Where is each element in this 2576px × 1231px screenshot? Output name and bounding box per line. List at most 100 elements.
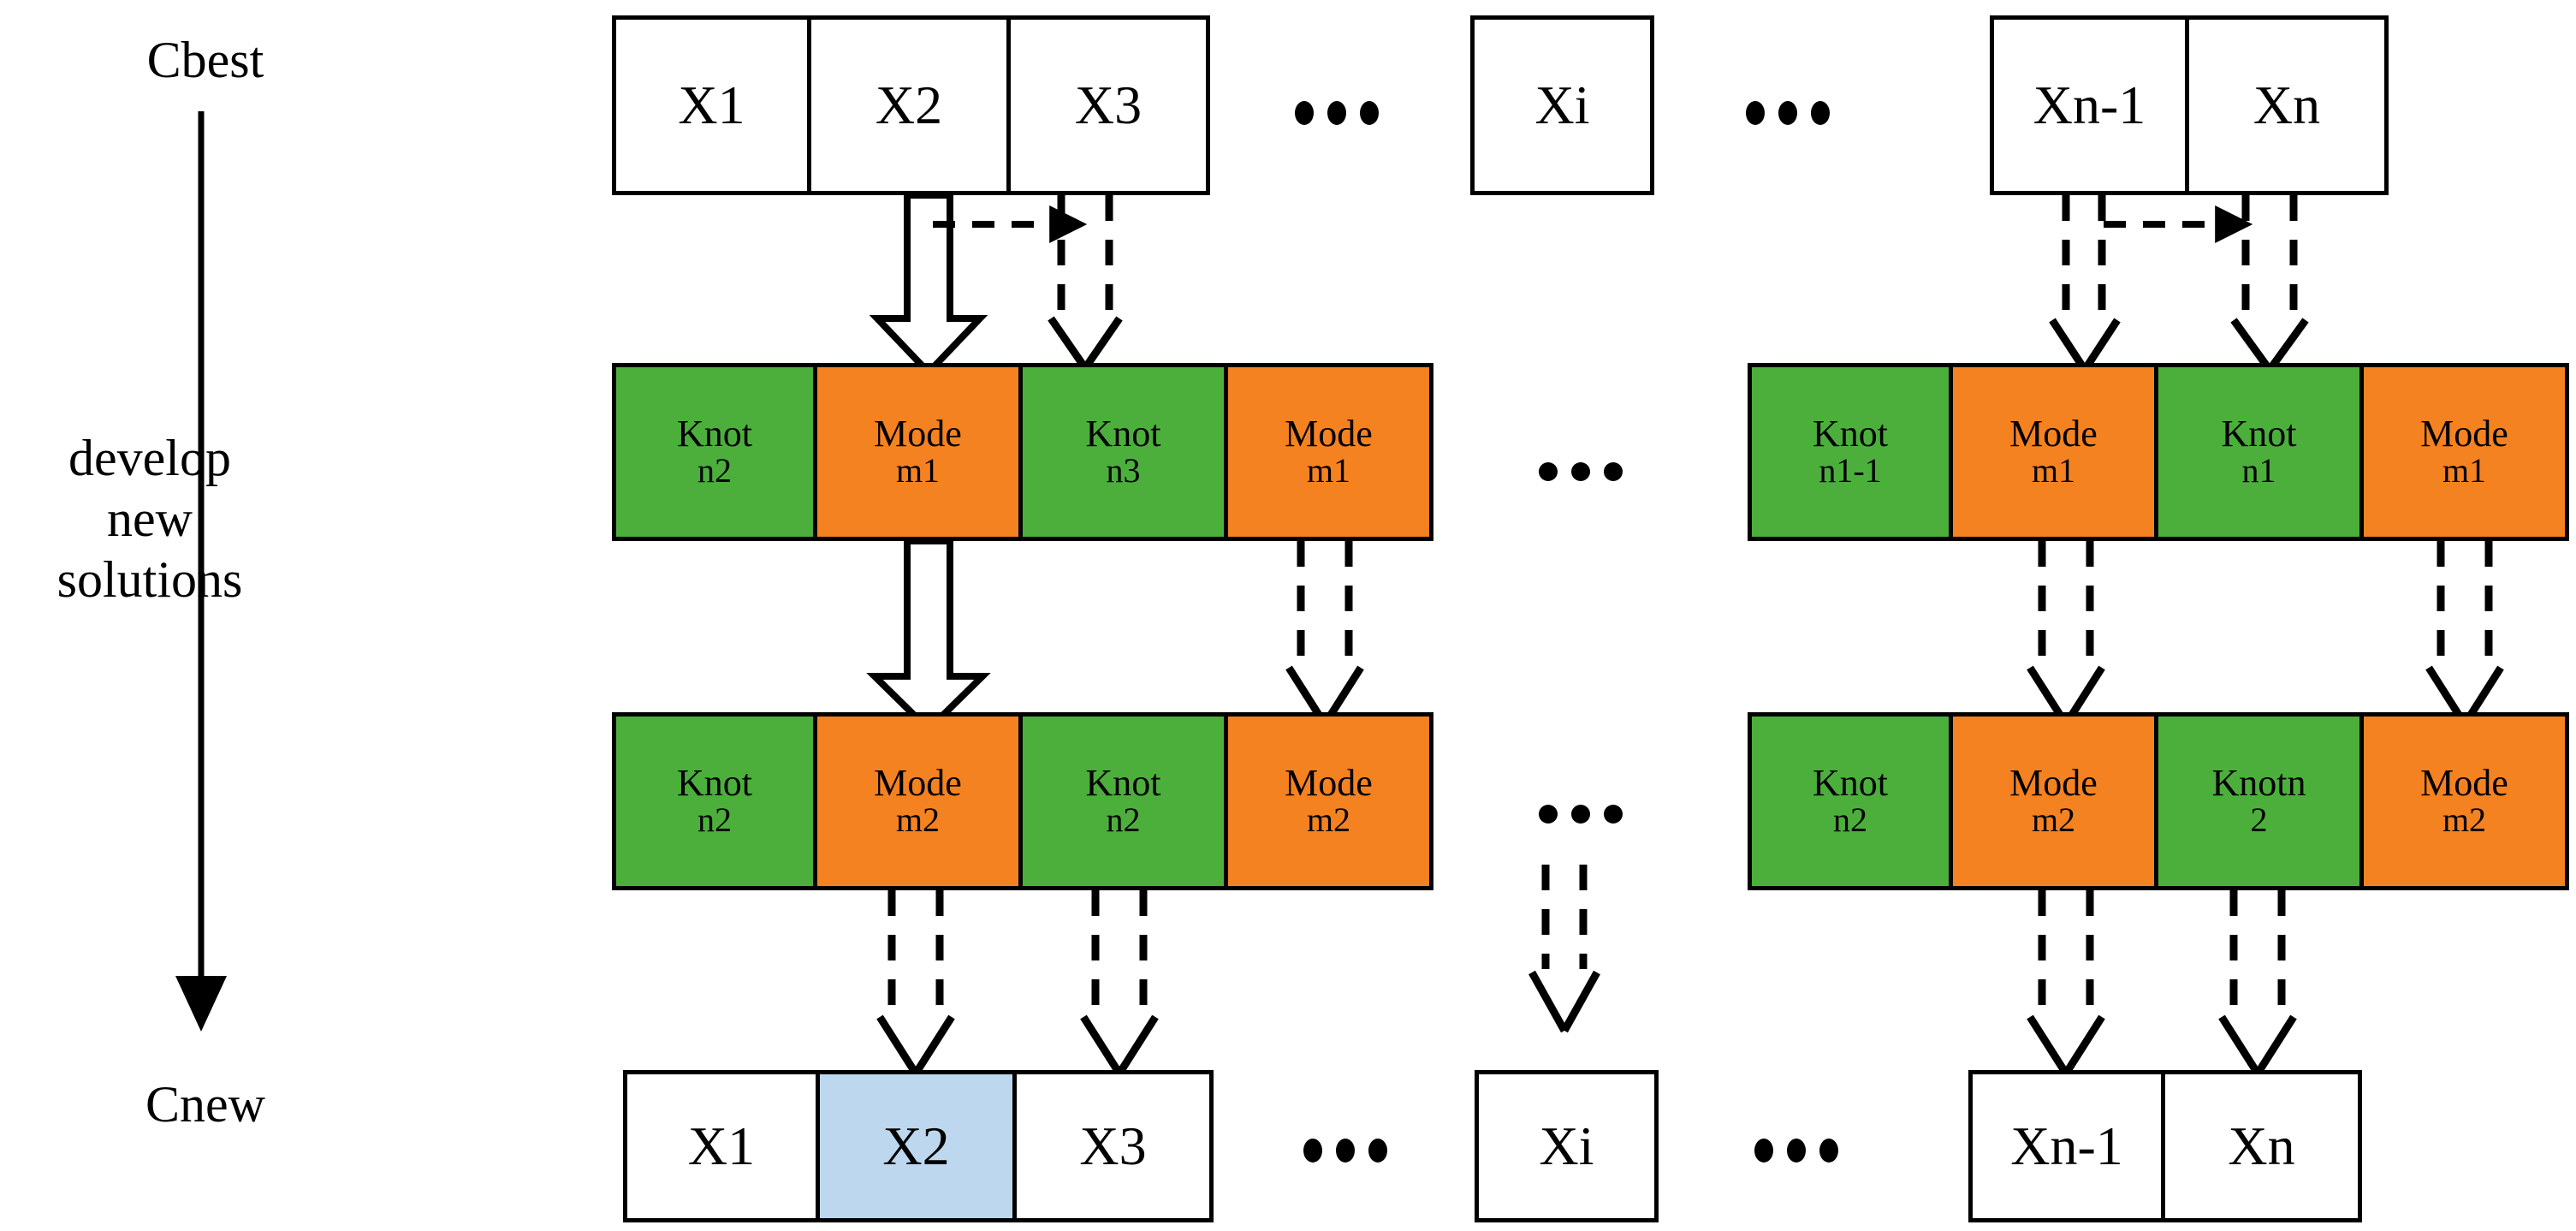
cnew-cell-xi-label: Xi xyxy=(1539,1115,1594,1177)
decode2-left-cell-4[interactable]: Mode m2 xyxy=(1228,712,1433,890)
decode2-left-cell-4-bottom: m2 xyxy=(1306,800,1351,840)
cbest-ellipsis-1 xyxy=(1295,101,1379,125)
label-cbest-text: Cbest xyxy=(146,32,264,88)
decode1-right-cell-4-bottom: m1 xyxy=(2442,451,2487,491)
cbest-cell-x1-label: X1 xyxy=(678,74,745,136)
decode1-right-cell-2[interactable]: Mode m1 xyxy=(1953,363,2158,541)
decode2-right-cell-3[interactable]: Knotn 2 xyxy=(2158,712,2364,890)
cnew-cell-x1[interactable]: X1 xyxy=(623,1070,820,1222)
decode1-right-cell-3[interactable]: Knot n1 xyxy=(2158,363,2364,541)
cnew-cell-xn-1-label: Xn-1 xyxy=(2010,1115,2123,1177)
decode1-right-cell-3-bottom: n1 xyxy=(2241,451,2276,491)
dashed-open-arrow-m2-to-x2 xyxy=(876,890,955,1076)
decode2-right-cell-3-top: Knotn xyxy=(2211,762,2306,805)
decode2-ellipsis xyxy=(1539,805,1623,824)
label-develop-new-solutions: develop new solutions xyxy=(9,428,291,610)
dashed-open-arrow-mode2-left xyxy=(1285,541,1364,727)
dashed-open-arrow-xn1-to-mode xyxy=(2049,195,2121,372)
decode2-left-cell-3[interactable]: Knot n2 xyxy=(1023,712,1228,890)
decode2-right-cell-4-bottom: m2 xyxy=(2442,800,2487,840)
decode1-ellipsis xyxy=(1539,462,1623,481)
cnew-cell-x3-label: X3 xyxy=(1079,1115,1147,1177)
decode1-right-cell-4[interactable]: Mode m1 xyxy=(2364,363,2569,541)
cnew-cell-xi[interactable]: Xi xyxy=(1475,1070,1659,1222)
decode2-right-cell-4-top: Mode xyxy=(2420,762,2508,805)
decode2-right-cell-1-top: Knot xyxy=(1813,762,1888,805)
decode1-right-cell-1-bottom: n1-1 xyxy=(1819,451,1882,491)
dashed-open-arrow-x3-to-knot xyxy=(1048,195,1123,371)
decode1-left-cell-3-top: Knot xyxy=(1085,413,1161,455)
decode1-right-cell-4-top: Mode xyxy=(2420,413,2508,455)
decode2-left-cell-2[interactable]: Mode m2 xyxy=(817,712,1023,890)
open-block-arrow-mode-m1-to-m2 xyxy=(866,538,991,734)
cnew-ellipsis-1 xyxy=(1303,1139,1387,1163)
decode1-left-cell-3[interactable]: Knot n3 xyxy=(1023,363,1228,541)
cnew-ellipsis-2 xyxy=(1754,1139,1838,1163)
decode2-right-cell-4[interactable]: Mode m2 xyxy=(2364,712,2569,890)
cnew-cell-xn-1[interactable]: Xn-1 xyxy=(1968,1070,2165,1222)
decode2-right-cell-2-top: Mode xyxy=(2009,762,2098,805)
cbest-cell-xn-1[interactable]: Xn-1 xyxy=(1990,15,2189,195)
dashed-open-arrow-xi xyxy=(1528,865,1600,1033)
decode1-left-cell-4[interactable]: Mode m1 xyxy=(1228,363,1433,541)
cbest-cell-x1[interactable]: X1 xyxy=(612,15,811,195)
decode1-right-cell-3-top: Knot xyxy=(2221,413,2297,455)
decode1-left-cell-1[interactable]: Knot n2 xyxy=(612,363,817,541)
decode2-left-cell-1-top: Knot xyxy=(677,762,752,805)
decode1-left-cell-4-bottom: m1 xyxy=(1306,451,1351,491)
label-cnew-text: Cnew xyxy=(145,1076,265,1133)
decode2-right-cell-1-bottom: n2 xyxy=(1833,800,1867,840)
cbest-cell-xi-label: Xi xyxy=(1534,74,1590,136)
decode2-right-cell-2[interactable]: Mode m2 xyxy=(1953,712,2158,890)
cbest-ellipsis-2 xyxy=(1746,101,1830,125)
dashed-open-arrow-right-mode1-b xyxy=(2425,541,2504,727)
cnew-cell-x1-label: X1 xyxy=(687,1115,756,1177)
process-arrow-cbest-to-cnew xyxy=(175,111,227,1032)
label-develop-line3: solutions xyxy=(56,550,243,608)
dashed-open-arrow-right-to-xn xyxy=(2218,890,2297,1076)
cbest-cell-x3-label: X3 xyxy=(1074,74,1143,136)
decode1-left-cell-4-top: Mode xyxy=(1285,413,1373,455)
cnew-cell-xn[interactable]: Xn xyxy=(2165,1070,2362,1222)
decode2-left-cell-4-top: Mode xyxy=(1285,762,1373,805)
cnew-cell-x2[interactable]: X2 xyxy=(820,1070,1017,1222)
dashed-open-arrow-m2-to-x3 xyxy=(1080,890,1159,1076)
dashed-open-arrow-right-to-xn1 xyxy=(2027,890,2105,1076)
label-cbest: Cbest xyxy=(103,30,308,91)
cbest-cell-x3[interactable]: X3 xyxy=(1011,15,1210,195)
cbest-cell-x2-label: X2 xyxy=(875,74,943,136)
decode1-left-cell-3-bottom: n3 xyxy=(1106,451,1141,491)
decode1-right-cell-1[interactable]: Knot n1-1 xyxy=(1748,363,1953,541)
decode1-left-cell-2-top: Mode xyxy=(874,413,962,455)
decode2-right-cell-3-bottom: 2 xyxy=(2250,800,2268,840)
label-develop-line1: develop xyxy=(68,430,231,486)
label-develop-line2: new xyxy=(107,490,193,547)
cbest-cell-x2[interactable]: X2 xyxy=(811,15,1011,195)
decode2-left-cell-3-bottom: n2 xyxy=(1106,800,1141,840)
cnew-cell-xn-label: Xn xyxy=(2228,1115,2295,1177)
cbest-cell-xn[interactable]: Xn xyxy=(2189,15,2389,195)
decode2-right-cell-1[interactable]: Knot n2 xyxy=(1748,712,1953,890)
decode2-left-cell-3-top: Knot xyxy=(1085,762,1161,805)
decode1-right-cell-2-bottom: m1 xyxy=(2031,451,2076,491)
cbest-cell-xi[interactable]: Xi xyxy=(1470,15,1654,195)
decode1-left-cell-2[interactable]: Mode m1 xyxy=(817,363,1023,541)
decode2-left-cell-2-bottom: m2 xyxy=(895,800,941,840)
open-block-arrow-x2-to-mode xyxy=(869,192,988,378)
decode1-right-cell-2-top: Mode xyxy=(2009,413,2098,455)
decode2-left-cell-2-top: Mode xyxy=(874,762,962,805)
decode1-left-cell-1-top: Knot xyxy=(677,413,752,455)
cbest-cell-xn-1-label: Xn-1 xyxy=(2033,74,2146,136)
decode1-left-cell-1-bottom: n2 xyxy=(697,451,732,491)
cbest-cell-xn-label: Xn xyxy=(2253,74,2321,136)
decode2-left-cell-1-bottom: n2 xyxy=(697,800,732,840)
decode1-right-cell-1-top: Knot xyxy=(1813,413,1888,455)
dashed-open-arrow-right-mode1-a xyxy=(2027,541,2105,727)
label-cnew: Cnew xyxy=(98,1074,312,1135)
decode2-left-cell-1[interactable]: Knot n2 xyxy=(612,712,817,890)
cnew-cell-x3[interactable]: X3 xyxy=(1017,1070,1214,1222)
decode1-left-cell-2-bottom: m1 xyxy=(895,451,941,491)
dashed-open-arrow-xn-to-knot xyxy=(2230,195,2309,372)
decode2-right-cell-2-bottom: m2 xyxy=(2031,800,2076,840)
